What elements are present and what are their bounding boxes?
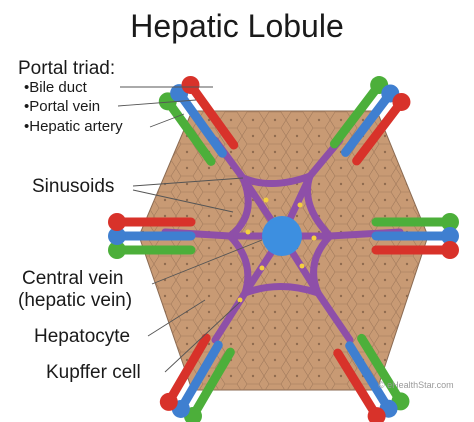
hepatic-artery-end	[441, 241, 459, 259]
leader-kupffer	[164, 301, 241, 373]
hepatic-artery-end	[108, 213, 126, 231]
kupffer-cell	[259, 265, 265, 271]
leader-hepatic-artery	[149, 113, 185, 128]
bile-duct-vessel	[188, 347, 235, 421]
portal-vein-end	[441, 227, 459, 245]
bile-duct-vessel	[357, 333, 405, 406]
kupffer-cell	[311, 235, 317, 241]
leader-portal-vein	[117, 99, 197, 107]
hepatic-artery-end	[367, 407, 386, 422]
label-hepatic-vein: (hepatic vein)	[18, 290, 133, 311]
portal-vein-vessel	[176, 340, 223, 414]
portal-triads	[108, 75, 459, 422]
label-central-vein: Central vein	[22, 268, 124, 289]
leader-lines	[117, 86, 263, 373]
label-portal-triad: Portal triad:	[18, 58, 116, 79]
bile-duct-vessel	[329, 80, 384, 149]
label-kupffer-cell: Kupffer cell	[46, 362, 141, 383]
kupffer-cell	[299, 263, 305, 269]
bile-duct-end	[441, 213, 459, 231]
bile-duct-end	[108, 241, 126, 259]
sinusoid	[314, 289, 354, 344]
hepatic-artery-end	[159, 392, 178, 411]
bile-duct-vessel	[163, 96, 216, 166]
portal-vein-end	[108, 227, 126, 245]
kupffer-cell	[297, 202, 303, 208]
kupffer-cell	[237, 297, 243, 303]
kupffer-cell	[263, 197, 269, 203]
label-hepatocyte: Hepatocyte	[34, 326, 131, 347]
hepatic-artery-vessel	[352, 97, 406, 166]
central-vein	[262, 216, 302, 256]
portal-vein-vessel	[341, 88, 395, 157]
sinusoid	[241, 283, 322, 297]
kupffer-cells	[237, 197, 317, 303]
hepatic-artery-end	[181, 75, 200, 94]
kupffer-cell	[245, 229, 251, 235]
leader-central-vein	[151, 239, 263, 285]
watermark: © eHealthStar.com	[378, 380, 454, 390]
portal-vein-vessel	[345, 341, 394, 414]
hepatic-artery-end	[392, 92, 411, 111]
label-portal-vein: •Portal vein	[24, 98, 101, 115]
hepatic-artery-vessel	[333, 348, 382, 421]
leader-sinusoids-2	[132, 189, 234, 213]
hepatic-artery-vessel	[164, 333, 211, 407]
hepatic-artery-vessel	[186, 80, 239, 150]
label-sinusoids: Sinusoids	[32, 176, 115, 197]
leader-hepatocyte	[147, 299, 206, 337]
leader-sinusoids-1	[132, 177, 244, 187]
label-bile-duct: •Bile duct	[24, 79, 87, 96]
label-hepatic-artery: •Hepatic artery	[24, 118, 123, 135]
diagram-title: Hepatic Lobule	[130, 8, 344, 44]
portal-vein-vessel	[174, 88, 227, 158]
